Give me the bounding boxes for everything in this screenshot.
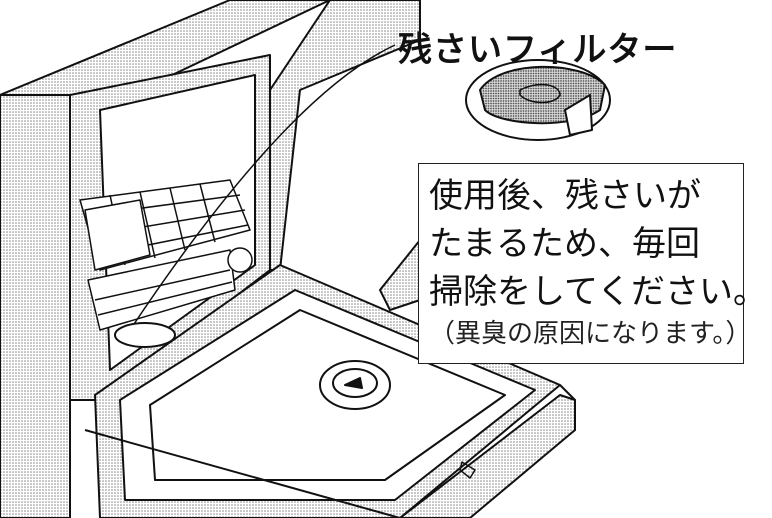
dish-rack — [79, 179, 253, 331]
note-line: たまるため、毎回 — [429, 224, 700, 264]
filter-label: 残さいフィルター — [398, 30, 678, 70]
cleaning-note-box: 使用後、残さいが たまるため、毎回 掃除をしてください。 （異臭の原因になります… — [418, 163, 767, 364]
left-cabinet — [0, 94, 71, 518]
filter-inset-icon — [465, 59, 611, 141]
note-line: 使用後、残さいが — [429, 176, 701, 216]
leader-line — [129, 44, 396, 331]
note-line: 掃除をしてください。 — [429, 272, 767, 312]
right-cabinet — [379, 239, 421, 311]
note-subtext: （異臭の原因になります。） — [429, 319, 752, 349]
door-latch-icon — [459, 461, 476, 479]
spray-arm-cap — [319, 360, 391, 410]
